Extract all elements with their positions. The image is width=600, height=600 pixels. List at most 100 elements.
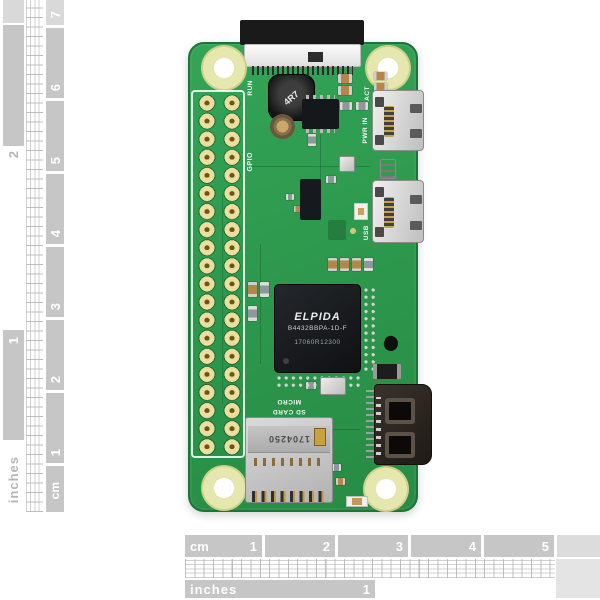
gpio-label: GPIO: [244, 140, 256, 184]
sd-slot-marking: 1704250: [267, 434, 311, 444]
gpio-through-holes: [195, 94, 245, 456]
passive-component: [260, 282, 269, 297]
ic-pins: [306, 129, 335, 133]
chip-part-number: B4432BBPA-1D-F: [287, 325, 348, 332]
passive-component: [308, 134, 316, 146]
wifi-chip: [300, 179, 321, 220]
ruler-left-cm-unit: cm: [46, 476, 64, 506]
ruler-unit-label: inches: [5, 456, 21, 504]
small-metal-component: [380, 159, 396, 179]
camera-connector-latch: [240, 20, 364, 45]
ruler-number: 3: [47, 303, 63, 311]
ruler-left-cm-number: 4: [46, 226, 64, 242]
passive-component: [326, 176, 336, 183]
passive-component: [328, 258, 337, 271]
pcb-marking-dot: [381, 334, 401, 353]
test-point-pad: [270, 114, 295, 139]
ruler-left-cm-block: [46, 466, 64, 512]
ruler-unit-label: cm: [190, 538, 209, 554]
chip-brand: ELPIDA: [294, 311, 341, 323]
mounting-hole: [363, 466, 409, 512]
ruler-bottom-cm-block: 4: [411, 535, 481, 557]
hdmi-shell-cutout: [385, 398, 415, 424]
hdmi-solder-pins: [366, 388, 374, 458]
silkscreen-text: SD CARD: [272, 408, 306, 415]
ruler-left-inch-block: [3, 330, 24, 440]
ruler-left-ticks: [26, 0, 43, 512]
chip-pin-dots: [363, 287, 378, 373]
passive-component: [340, 102, 352, 110]
regulator-ic: [302, 95, 339, 133]
micro-sd-slot: 1704250: [245, 417, 333, 503]
sd-solder-pins: [252, 491, 328, 502]
ruler-left-inch-number-2: 2: [3, 147, 24, 163]
small-ic: [308, 52, 323, 62]
micro-sd-silkscreen: SD CARD MICRO: [266, 392, 312, 416]
ruler-number: 2: [6, 151, 21, 159]
ruler-bottom-cm-block: 5: [484, 535, 554, 557]
passive-component: [373, 364, 401, 379]
passive-component: [338, 74, 352, 83]
ruler-number: 2: [47, 376, 63, 384]
silkscreen-text: MICRO: [276, 397, 302, 405]
passive-component: [374, 83, 387, 91]
ground-pad: [328, 220, 346, 240]
pcb-trace: [320, 134, 321, 194]
ruler-left-cm-block: [46, 320, 64, 390]
ruler-bottom-ticks: [185, 559, 555, 578]
hdmi-shell-cutout: [385, 432, 415, 458]
ruler-bottom-faded-end: [556, 559, 600, 598]
usb-shell-hole: [410, 129, 422, 138]
mini-hdmi-connector: [374, 384, 432, 465]
ruler-left-cm-block: [46, 28, 64, 98]
silkscreen-text: RUN: [246, 80, 254, 96]
ruler-left-cm-number: 2: [46, 372, 64, 388]
silkscreen-text: GPIO: [246, 152, 254, 172]
ruler-bottom-cm-block: cm 1: [185, 535, 262, 557]
passive-component: [336, 478, 345, 485]
usb-mount-leg: [375, 227, 384, 237]
mounting-hole: [201, 45, 247, 91]
ruler-left-inches-unit: inches: [1, 448, 25, 512]
pin1-dot: [283, 358, 289, 364]
ruler-left-cm-number: 7: [46, 7, 64, 23]
usb-shell-hole: [410, 104, 422, 113]
micro-usb-power: [372, 90, 424, 151]
ruler-number: 6: [47, 84, 63, 92]
small-metal-component: [339, 156, 355, 172]
passive-component: [352, 258, 361, 271]
via-pad: [350, 228, 356, 234]
passive-component: [338, 86, 352, 95]
inductor-marking: 4R7: [281, 88, 302, 107]
ruler-left-cm-block: [46, 101, 64, 171]
chip-pin-dots: [276, 375, 362, 388]
pi-zero-w-board: GPIO RUN ACT 4R7: [188, 20, 432, 512]
soc-ram-chip: ELPIDA B4432BBPA-1D-F 17060R12300: [274, 284, 361, 373]
sd-slot-latch: [314, 428, 326, 446]
silkscreen-text: ACT: [363, 85, 371, 101]
usb-port-slot: [384, 197, 394, 228]
ruler-number: 1: [6, 337, 21, 345]
ruler-left-inch-block: [3, 0, 24, 23]
pcb-trace: [260, 244, 261, 364]
sd-contact-row: [254, 458, 326, 466]
ruler-number: 1: [362, 581, 370, 597]
passive-component: [374, 72, 387, 80]
passive-component: [294, 206, 302, 212]
ruler-left-cm-block: [46, 393, 64, 463]
mounting-hole: [365, 45, 411, 91]
ruler-number: 7: [47, 11, 63, 19]
ruler-left-inch-block: [3, 25, 24, 146]
ruler-left-cm-number: 3: [46, 299, 64, 315]
passive-component: [286, 194, 294, 200]
ruler-number: 5: [541, 538, 549, 554]
camera-connector-pins: [252, 66, 353, 75]
usb-port-slot: [384, 106, 394, 137]
ruler-bottom-cm-block: 2: [265, 535, 335, 557]
usb-mount-leg: [375, 135, 384, 145]
silkscreen-text: USB: [362, 225, 370, 241]
ruler-number: 2: [322, 538, 330, 554]
ruler-number: 1: [249, 538, 257, 554]
ruler-left-cm-number: 5: [46, 153, 64, 169]
